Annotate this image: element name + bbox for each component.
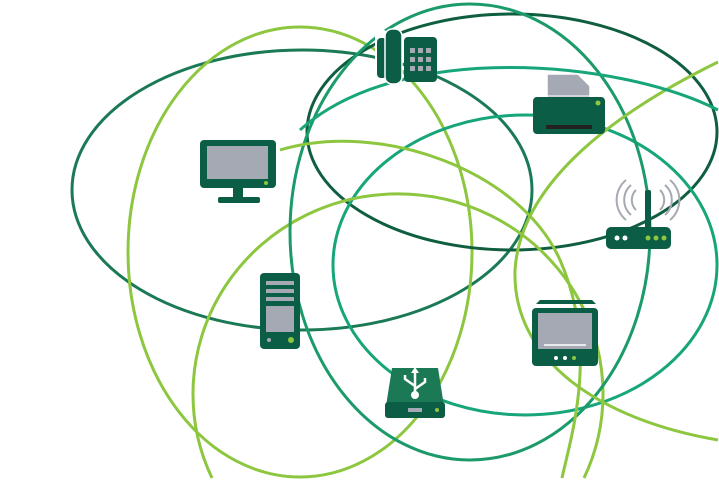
- scanner-icon[interactable]: [532, 300, 598, 366]
- monitor-icon[interactable]: [200, 140, 276, 203]
- connection-line: [298, 66, 719, 132]
- connection-line: [513, 60, 719, 442]
- connection-line: [191, 192, 605, 479]
- connection-lines: [70, 2, 719, 479]
- connection-line: [331, 113, 719, 417]
- connection-line: [126, 25, 474, 479]
- usb-drive-icon[interactable]: [385, 367, 445, 418]
- server-tower-icon[interactable]: [260, 273, 300, 349]
- printer-icon[interactable]: [533, 73, 605, 134]
- connection-line: [70, 48, 534, 332]
- router-icon[interactable]: [606, 179, 681, 249]
- connection-line: [279, 139, 582, 479]
- phone-icon[interactable]: [375, 28, 437, 85]
